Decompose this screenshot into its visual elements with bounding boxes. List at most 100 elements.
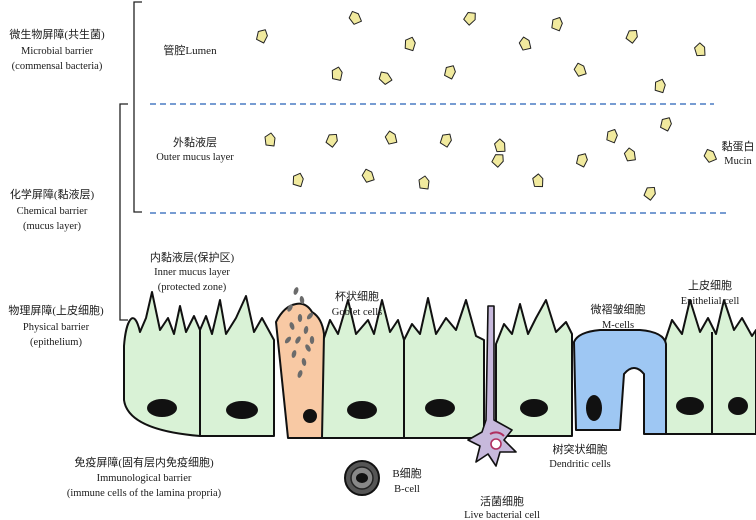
live-bacteria-label-cn: 活菌细胞: [480, 495, 524, 508]
immunological-barrier-cn: 免疫屏障(固有层内免疫细胞): [74, 455, 214, 469]
mucin-label-en: Mucin: [724, 156, 752, 167]
mucus-boundaries: [150, 103, 726, 214]
bacterium: [694, 42, 706, 57]
bacterium: [625, 29, 638, 44]
bacterium: [606, 128, 618, 144]
microbial-barrier-cn: 微生物屏障(共生菌): [9, 27, 105, 41]
mucin-granule: [291, 350, 297, 358]
dendritic-cell-nucleus: [489, 431, 505, 437]
microbial-barrier-en-sub: (commensal bacteria): [12, 61, 103, 72]
live-bacterial-cell: [490, 438, 502, 450]
mucin-granule: [295, 336, 301, 344]
nucleus: [147, 399, 177, 417]
b-cell-label-en: B-cell: [394, 484, 420, 495]
lumen-label: 管腔Lumen: [163, 43, 217, 57]
nucleus: [303, 409, 317, 423]
bacterium: [494, 138, 506, 153]
mucin-granule: [297, 370, 303, 378]
dendritic-cell-label-cn: 树突状细胞: [553, 442, 608, 456]
nucleus: [425, 399, 455, 417]
mucin-granule: [309, 336, 315, 344]
chemical-barrier-en-sub: (mucus layer): [23, 221, 82, 232]
goblet-cell-label-en: Goblet cells: [332, 307, 382, 318]
bacterium: [348, 10, 362, 25]
chemical-barrier-cn: 化学屏障(黏液层): [10, 187, 95, 201]
chemical-bracket: [119, 103, 128, 321]
mucin-granule: [306, 312, 314, 320]
bacterium: [361, 168, 375, 183]
epithelial-cell-label-cn: 上皮细胞: [688, 279, 732, 292]
mucin-granule: [303, 326, 309, 334]
mucin-granule: [287, 304, 293, 312]
epithelial-cell-label-en: Epithelial cell: [681, 296, 740, 307]
mucin-granule: [299, 296, 305, 304]
bacterium: [325, 133, 338, 148]
nucleus: [676, 397, 704, 415]
nucleus: [520, 399, 548, 417]
physical-barrier-en-sub: (epithelium): [30, 337, 82, 348]
inner-mucus-label-cn: 内黏液层(保护区): [150, 250, 235, 264]
nucleus: [347, 401, 377, 419]
bacterium: [444, 65, 456, 80]
bacterium: [518, 36, 532, 51]
b-cell: [344, 460, 380, 496]
bacterium: [654, 78, 666, 94]
bacterium: [439, 133, 452, 148]
bacterium: [264, 132, 276, 147]
mucin-label-cn: 黏蛋白: [722, 139, 755, 153]
mucin-granule: [297, 314, 303, 322]
bacterium: [418, 175, 430, 190]
dendritic-cell-label-en: Dendritic cells: [549, 459, 611, 470]
bacterium: [576, 153, 588, 168]
nuclei: [147, 395, 748, 423]
bacterium: [491, 154, 504, 168]
epithelium: [123, 287, 756, 467]
bacterium: [384, 130, 398, 145]
inner-mucus-label-en-sub: (protected zone): [158, 282, 227, 293]
mucin-granule: [301, 358, 307, 366]
physical-barrier-en: Physical barrier: [23, 322, 90, 333]
b-cell-label-cn: B细胞: [392, 467, 421, 480]
bacterium: [532, 173, 544, 188]
goblet-cell-label-cn: 杯状细胞: [335, 289, 379, 303]
goblet-granules: [284, 287, 315, 378]
immunological-barrier-en: Immunological barrier: [97, 473, 192, 484]
live-bacteria-label-en: Live bacterial cell: [464, 510, 540, 520]
outer-mucus-label-en: Outer mucus layer: [156, 152, 234, 163]
bacterium: [331, 66, 343, 81]
outer-mucus-label-cn: 外黏液层: [173, 135, 217, 149]
physical-barrier-cn: 物理屏障(上皮细胞): [8, 303, 104, 317]
m-cell-label-en: M-cells: [602, 320, 634, 331]
bacterium: [256, 29, 268, 44]
commensal-bacteria: [256, 10, 717, 201]
dendritic-cell-body: [467, 305, 517, 467]
bacterium: [404, 36, 416, 52]
chemical-barrier-en: Chemical barrier: [17, 206, 88, 217]
m-cell-label-cn: 微褶皱细胞: [591, 302, 646, 316]
bacterium: [463, 11, 476, 26]
mucin-granule: [305, 344, 311, 352]
bacterium: [378, 71, 393, 85]
m-cell: [573, 329, 667, 435]
barrier-brackets: [119, 1, 142, 321]
microbial-bracket: [133, 1, 142, 213]
bacterium: [643, 186, 656, 201]
bacterium: [703, 148, 717, 163]
bacterium: [623, 147, 636, 162]
mucin-granule: [293, 287, 299, 295]
epithelial-cell-block-3: [495, 299, 573, 437]
microbial-barrier-en: Microbial barrier: [21, 46, 94, 57]
nucleus: [226, 401, 258, 419]
nucleus: [728, 397, 748, 415]
cell-dividers: [199, 330, 713, 438]
bacterium: [660, 117, 672, 132]
bacterium: [292, 172, 304, 188]
nucleus: [586, 395, 602, 421]
bacterium: [573, 62, 587, 77]
mucin-granule: [289, 322, 295, 330]
labels: 微生物屏障(共生菌) Microbial barrier (commensal …: [8, 27, 754, 520]
inner-mucus-label-en: Inner mucus layer: [154, 267, 230, 278]
immunological-barrier-en-sub: (immune cells of the lamina propria): [67, 488, 222, 499]
